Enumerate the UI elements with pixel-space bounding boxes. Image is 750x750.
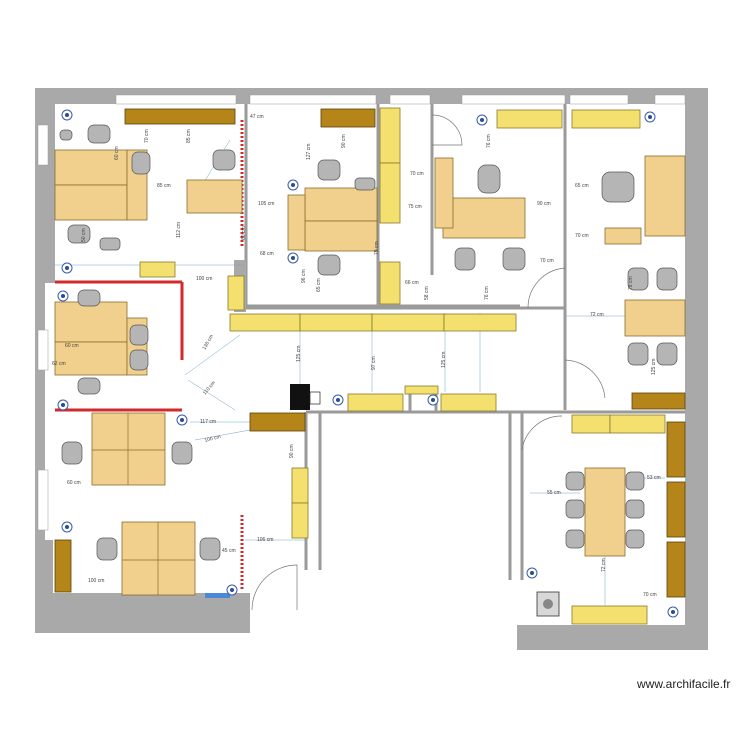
dimension-label: 76 cm <box>486 134 492 148</box>
dimension-label: 60 cm <box>241 226 247 240</box>
dimension-label: 45 cm <box>222 548 236 554</box>
dimension-label: 127 cm <box>306 144 312 160</box>
dimension-label: 100 cm <box>196 276 212 282</box>
dimension-label: 70 cm <box>575 233 589 239</box>
ceiling-lights <box>57 109 679 618</box>
dimension-label: 78 cm <box>628 276 634 290</box>
dimension-label: 96 cm <box>301 269 307 283</box>
dimension-label: 66 cm <box>405 280 419 286</box>
corridor-cabinets <box>229 313 517 539</box>
dimension-label: 85 cm <box>186 129 192 143</box>
desk-cluster-middle-left <box>54 289 149 395</box>
dimension-label: 60 cm <box>114 146 120 160</box>
dimension-label: 50 cm <box>81 228 87 242</box>
desk-cluster-bottom-left-lower <box>54 521 230 598</box>
wall-left-lower <box>35 540 53 633</box>
wall-top-right-thick <box>685 104 708 416</box>
desk-cluster-top-left <box>54 108 243 278</box>
desk-cluster-bottom-left-upper <box>61 412 193 486</box>
dimension-label: 62 cm <box>52 361 66 367</box>
dimension-label: 47 cm <box>250 114 264 120</box>
dimension-label: 75 cm <box>408 204 422 210</box>
dimension-labels: 70 cm 60 cm 85 cm 50 cm 100 cm 112 cm 85 cm 60 … <box>52 114 661 598</box>
dimension-label: 112 cm <box>176 222 182 238</box>
dimension-label: 70 cm <box>643 592 657 598</box>
dimension-label: 53 cm <box>647 475 661 481</box>
wall-bottom-left <box>35 593 250 633</box>
dimension-label: 79 cm <box>374 241 380 255</box>
dimension-label: 65 cm <box>575 183 589 189</box>
dimension-label: 60 cm <box>65 343 79 349</box>
dimension-label: 68 cm <box>260 251 274 257</box>
dimension-label: 70 cm <box>540 258 554 264</box>
desk-cluster-top-middle <box>227 108 378 311</box>
wall-bottom-right <box>517 625 708 650</box>
dimension-label: 125 cm <box>441 352 447 368</box>
dimension-label: 97 cm <box>371 356 377 370</box>
dimension-label: 58 cm <box>424 286 430 300</box>
dimension-label: 70 cm <box>144 129 150 143</box>
dimension-label: 55 cm <box>547 490 561 496</box>
dimension-label: 72 cm <box>590 312 604 318</box>
dimension-label: 90 cm <box>341 134 347 148</box>
dimension-label: 90 cm <box>289 444 295 458</box>
dimension-label: 105 cm <box>258 201 274 207</box>
dimension-label: 90 cm <box>537 201 551 207</box>
dimension-label: 117 cm <box>200 419 216 425</box>
dimension-label: 76 cm <box>484 286 490 300</box>
dimension-label: 100 cm <box>88 578 104 584</box>
dimension-label: 85 cm <box>157 183 171 189</box>
dimension-label: 72 cm <box>601 558 607 572</box>
dimension-label: 125 cm <box>651 359 657 375</box>
shelving-column <box>379 107 401 305</box>
dimension-label: 65 cm <box>316 278 322 292</box>
meeting-room <box>536 414 686 625</box>
doors <box>251 114 606 611</box>
windows-top <box>37 94 686 531</box>
dimension-label: 106 cm <box>257 537 273 543</box>
dimension-label: 125 cm <box>296 346 302 362</box>
watermark: www.archifacile.fr <box>637 677 731 691</box>
dimension-label: 100 cm <box>204 434 221 444</box>
desk-cluster-top-center-right <box>434 109 563 271</box>
interior-walls <box>234 104 685 580</box>
wall-top-left-thick <box>35 88 55 283</box>
desk-cluster-top-right <box>571 109 686 410</box>
dimension-label: 60 cm <box>67 480 81 486</box>
dimension-label: 70 cm <box>410 171 424 177</box>
